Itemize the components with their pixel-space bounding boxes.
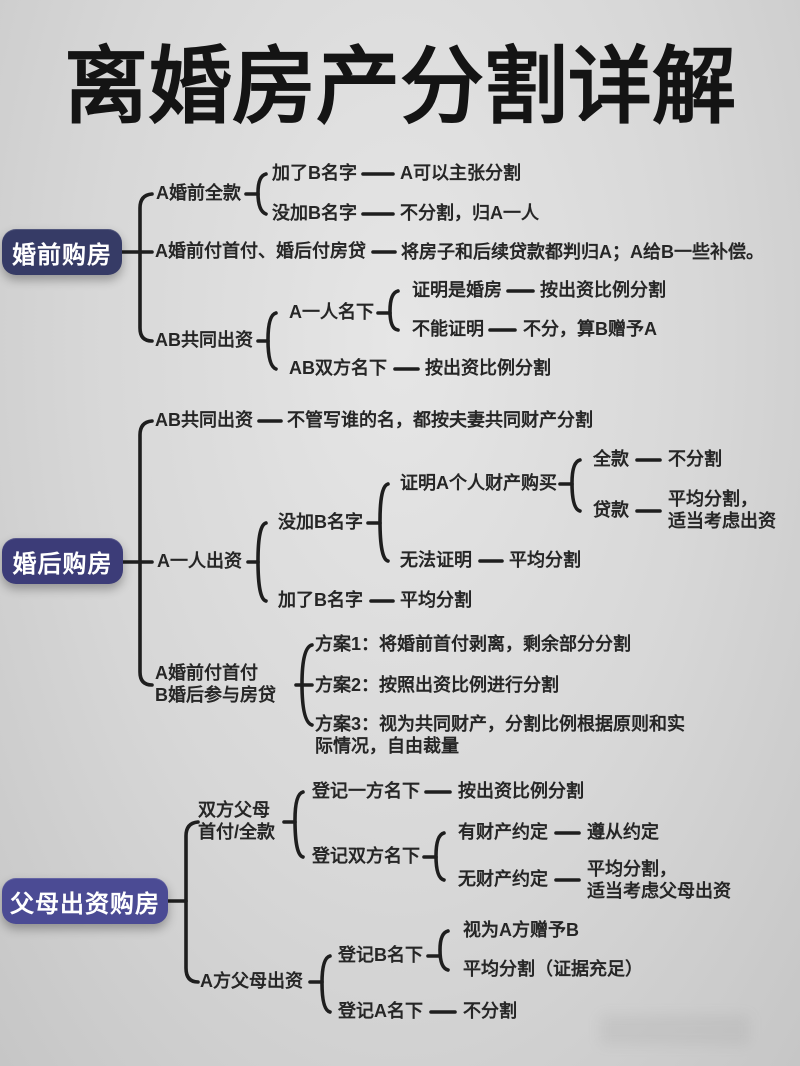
node-a-sole-funding: A一人出资 <box>157 551 242 572</box>
node-no-b-name: 没加B名字 <box>278 512 363 533</box>
section-box-postmarital: 婚后购房 <box>2 538 123 584</box>
node-a-can-claim-split: A可以主张分割 <box>400 163 521 184</box>
node-split-by-contribution-ratio-1: 按出资比例分割 <box>540 280 666 301</box>
node-b-name-added: 加了B名字 <box>272 163 357 184</box>
node-full-payment: 全款 <box>593 449 629 470</box>
section-label-postmarital: 婚后购房 <box>12 550 113 578</box>
node-b-name-not-added: 没加B名字 <box>272 203 357 224</box>
node-registered-a-name: 登记A名下 <box>338 1001 423 1022</box>
node-follow-agreement: 遵从约定 <box>587 822 659 843</box>
node-registered-one-name: 登记一方名下 <box>312 781 420 802</box>
node-a-parents-funding: A方父母出资 <box>200 971 303 992</box>
node-equal-split-consider-contribution: 平均分割， 适当考虑出资 <box>668 489 776 531</box>
node-house-loan-to-a-compensate-b: 将房子和后续贷款都判归A；A给B一些补偿。 <box>401 242 764 263</box>
node-no-property-agreement: 无财产约定 <box>458 869 548 890</box>
node-equal-split-consider-parents: 平均分割， 适当考虑父母出资 <box>587 859 731 901</box>
node-cannot-prove-marital-home: 不能证明 <box>412 319 484 340</box>
node-ab-joint-funding-postmarital: AB共同出资 <box>155 410 253 431</box>
node-a-prenup-full-payment: A婚前全款 <box>156 183 241 204</box>
node-ab-joint-funding-premarital: AB共同出资 <box>155 330 253 351</box>
node-a-sole-name: A一人名下 <box>289 302 374 323</box>
section-box-parents-funding: 父母出资购房 <box>2 878 168 924</box>
node-plan-1: 方案1：将婚前首付剥离，剩余部分分割 <box>315 634 632 655</box>
node-cannot-prove-funds: 无法证明 <box>400 550 472 571</box>
node-no-split-1: 不分割 <box>668 449 722 470</box>
node-no-split-belongs-to-a: 不分割，归A一人 <box>400 203 539 224</box>
node-registered-b-name: 登记B名下 <box>338 945 423 966</box>
node-equal-split-2: 平均分割 <box>400 590 472 611</box>
node-a-downpayment-b-joins-loan: A婚前付首付 B婚后参与房贷 <box>155 663 276 705</box>
node-equal-split-1: 平均分割 <box>509 550 581 571</box>
node-no-split-gift-to-a: 不分，算B赠予A <box>523 319 657 340</box>
watermark-smudge <box>600 1015 750 1045</box>
node-registered-both-names: 登记双方名下 <box>312 846 420 867</box>
node-plan-3: 方案3：视为共同财产，分割比例根据原则和实 际情况，自由裁量 <box>315 714 686 756</box>
node-split-by-contribution-ratio-3: 按出资比例分割 <box>458 781 584 802</box>
section-label-premarital: 婚前购房 <box>12 241 112 269</box>
node-has-property-agreement: 有财产约定 <box>458 822 548 843</box>
node-split-by-contribution-ratio-2: 按出资比例分割 <box>425 358 551 379</box>
node-plan-2: 方案2：按照出资比例进行分割 <box>315 675 560 696</box>
node-proof-a-personal-funds: 证明A个人财产购买 <box>400 473 557 494</box>
node-no-split-2: 不分割 <box>463 1001 517 1022</box>
section-box-premarital: 婚前购房 <box>2 229 122 275</box>
node-joint-property-split: 不管写谁的名，都按夫妻共同财产分割 <box>287 410 593 431</box>
node-ab-both-names: AB双方名下 <box>289 358 387 379</box>
section-label-parents-funding: 父母出资购房 <box>10 890 160 918</box>
node-b-name-added-post: 加了B名字 <box>278 590 363 611</box>
node-deemed-gift-to-b: 视为A方赠予B <box>463 920 579 941</box>
node-proof-marital-home: 证明是婚房 <box>412 280 502 301</box>
node-a-downpayment-prenup-loan-post: A婚前付首付、婚后付房贷 <box>155 241 366 262</box>
page-title: 离婚房产分割详解 <box>63 39 736 134</box>
node-equal-split-sufficient-evidence: 平均分割（证据充足） <box>463 959 643 980</box>
node-both-parents-funding: 双方父母 首付/全款 <box>198 800 276 842</box>
node-loan: 贷款 <box>593 500 629 521</box>
